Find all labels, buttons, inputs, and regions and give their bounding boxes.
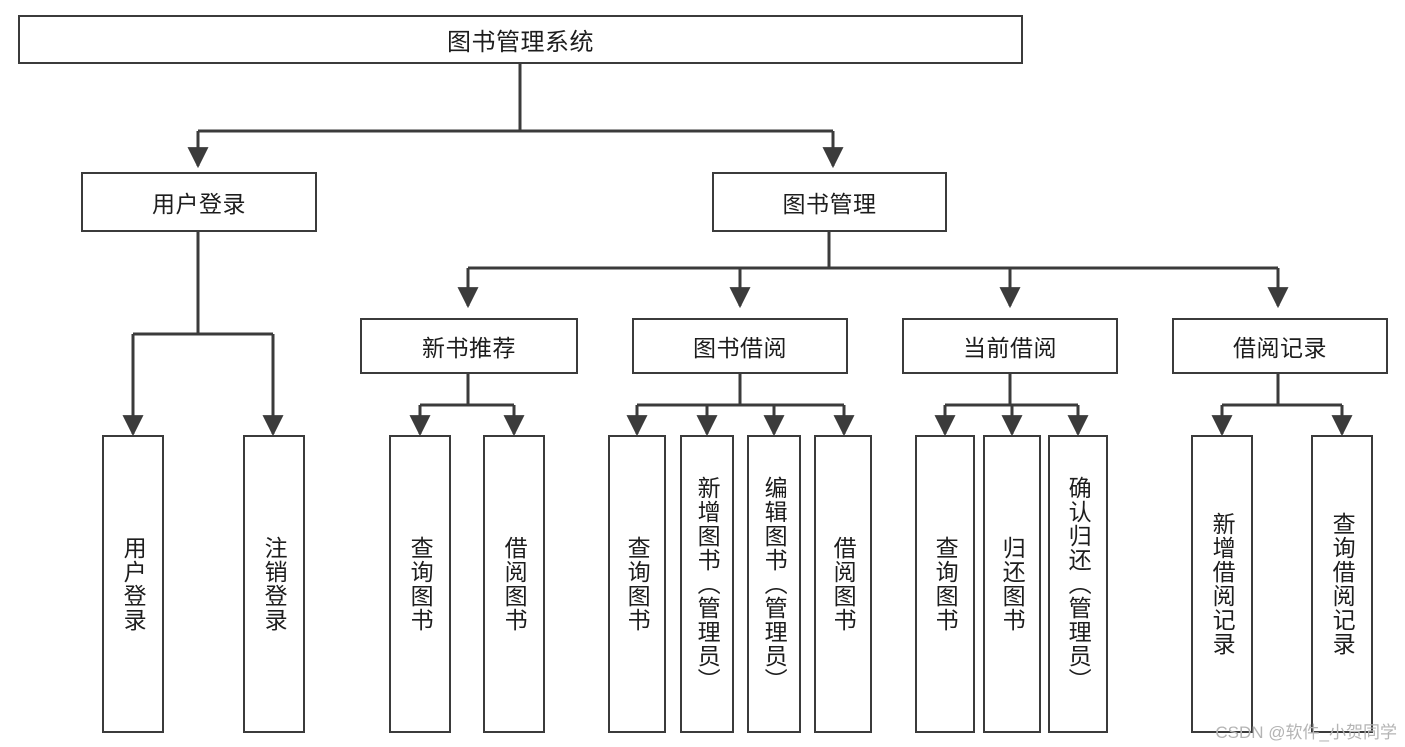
leaf-query-record[interactable]: 查询借阅记录 xyxy=(1311,435,1373,733)
leaf-label: 归还图书 xyxy=(999,536,1026,632)
node-book-management[interactable]: 图书管理 xyxy=(712,172,947,232)
leaf-label: 新增图书（管理员） xyxy=(694,476,721,692)
node-borrow-record[interactable]: 借阅记录 xyxy=(1172,318,1388,374)
leaf-query-book-1[interactable]: 查询图书 xyxy=(389,435,451,733)
leaf-label: 查询借阅记录 xyxy=(1329,512,1356,656)
leaf-label: 确认归还（管理员） xyxy=(1065,476,1092,692)
leaf-label: 借阅图书 xyxy=(830,536,857,632)
leaf-label: 查询图书 xyxy=(624,536,651,632)
leaf-borrow-book-2[interactable]: 借阅图书 xyxy=(814,435,872,733)
leaf-logout[interactable]: 注销登录 xyxy=(243,435,305,733)
node-user-login[interactable]: 用户登录 xyxy=(81,172,317,232)
leaf-confirm-return[interactable]: 确认归还（管理员） xyxy=(1048,435,1108,733)
leaf-return-book[interactable]: 归还图书 xyxy=(983,435,1041,733)
leaf-query-book-3[interactable]: 查询图书 xyxy=(915,435,975,733)
leaf-add-record[interactable]: 新增借阅记录 xyxy=(1191,435,1253,733)
watermark-text: CSDN @软件_小贺同学 xyxy=(1215,723,1397,742)
leaf-label: 编辑图书（管理员） xyxy=(761,476,788,692)
node-book-borrow[interactable]: 图书借阅 xyxy=(632,318,848,374)
node-new-book-recommend[interactable]: 新书推荐 xyxy=(360,318,578,374)
leaf-label: 查询图书 xyxy=(407,536,434,632)
leaf-label: 用户登录 xyxy=(120,536,147,632)
leaf-label: 注销登录 xyxy=(261,536,288,632)
leaf-borrow-book-1[interactable]: 借阅图书 xyxy=(483,435,545,733)
leaf-add-book[interactable]: 新增图书（管理员） xyxy=(680,435,734,733)
leaf-label: 借阅图书 xyxy=(501,536,528,632)
leaf-label: 新增借阅记录 xyxy=(1209,512,1236,656)
node-root[interactable]: 图书管理系统 xyxy=(18,15,1023,64)
node-current-borrow[interactable]: 当前借阅 xyxy=(902,318,1118,374)
leaf-user-login[interactable]: 用户登录 xyxy=(102,435,164,733)
leaf-query-book-2[interactable]: 查询图书 xyxy=(608,435,666,733)
leaf-edit-book[interactable]: 编辑图书（管理员） xyxy=(747,435,801,733)
leaf-label: 查询图书 xyxy=(932,536,959,632)
